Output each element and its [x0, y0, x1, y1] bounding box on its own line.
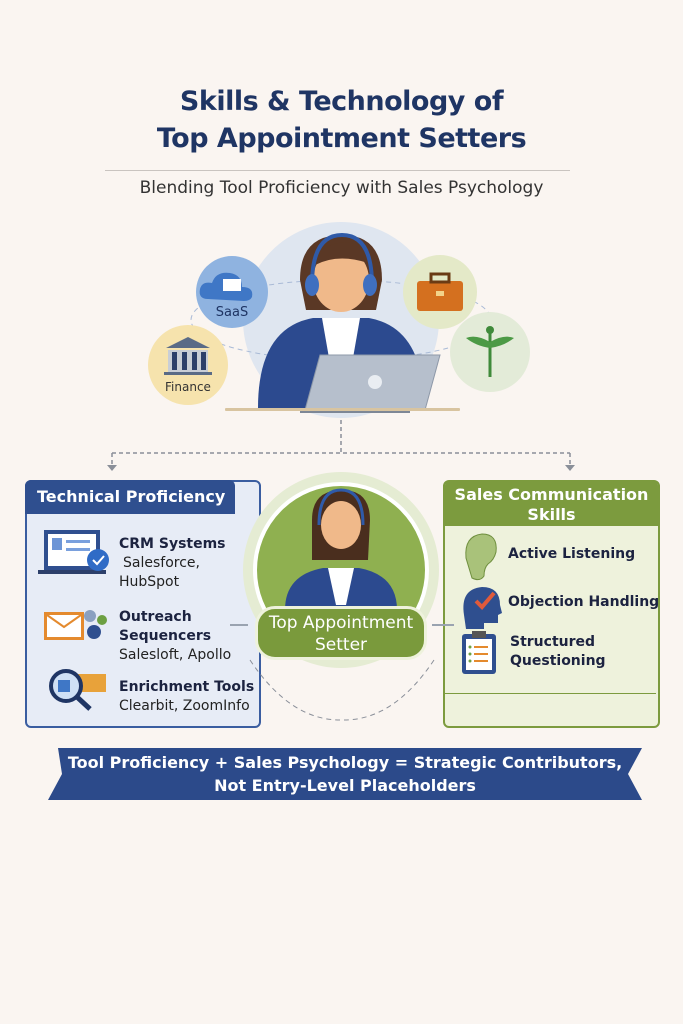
panel-divider [445, 693, 656, 694]
title-line-2: Top Appointment Setters [156, 123, 527, 154]
crm-systems-item: CRM Systems Salesforce, HubSpot [119, 535, 226, 592]
center-label-1: Top Appointment [268, 613, 414, 633]
technical-heading: Technical Proficiency [25, 480, 235, 514]
head-check-icon [463, 587, 502, 629]
center-label-2: Setter [314, 635, 368, 655]
crm-laptop-icon [38, 530, 109, 574]
title-line-1: Skills & Technology of [179, 86, 504, 117]
enrichment-title: Enrichment Tools [119, 679, 255, 695]
communication-heading: Sales Communication Skills [445, 480, 658, 526]
objection-handling-item: Objection Handling [508, 593, 659, 612]
title-divider [105, 170, 570, 171]
outreach-item: Outreach Sequencers Salesloft, Apollo [119, 608, 231, 665]
clipboard-icon [462, 631, 496, 674]
objection-handling-title: Objection Handling [508, 594, 660, 610]
connector-lines [107, 420, 575, 471]
saas-icon [196, 256, 268, 328]
structured-title-2: Questioning [510, 653, 606, 669]
desk [225, 408, 460, 411]
ear-icon [465, 533, 497, 581]
structured-title-1: Structured [510, 634, 596, 650]
enrichment-item: Enrichment Tools Clearbit, ZoomInfo [119, 678, 254, 716]
finance-icon [148, 325, 228, 405]
communication-heading-1: Sales Communication [454, 485, 649, 504]
active-listening-item: Active Listening [508, 545, 635, 564]
finance-label: Finance [165, 380, 211, 394]
magnifier-icon [49, 669, 106, 711]
email-gears-icon [44, 610, 107, 640]
hero-illustration: SaaS Finance [148, 222, 530, 418]
technical-icons [38, 530, 109, 711]
outreach-title-2: Sequencers [119, 628, 212, 644]
arrow-left [107, 465, 117, 471]
center-label: Top Appointment Setter [255, 606, 427, 660]
banner-line-1: Tool Proficiency + Sales Psychology = St… [67, 753, 623, 772]
communication-heading-2: Skills [527, 505, 576, 524]
crm-detail-2: HubSpot [119, 574, 180, 590]
banner-shape [48, 748, 642, 800]
banner-line-2: Not Entry-Level Placeholders [214, 776, 476, 795]
outreach-detail: Salesloft, Apollo [119, 647, 232, 663]
active-listening-title: Active Listening [508, 546, 636, 562]
laptop-icon [300, 354, 441, 413]
briefcase-icon [403, 255, 477, 329]
subtitle: Blending Tool Proficiency with Sales Psy… [139, 178, 544, 198]
summary-banner: Tool Proficiency + Sales Psychology = St… [48, 748, 642, 803]
saas-label: SaaS [216, 305, 248, 320]
caduceus-icon [450, 312, 530, 392]
dashed-swoosh [249, 659, 435, 721]
crm-detail-1: Salesforce, [123, 555, 200, 571]
crm-title: CRM Systems [119, 536, 226, 552]
center-medallion [230, 472, 454, 721]
structured-questioning-item: Structured Questioning [510, 633, 606, 671]
communication-icons [462, 533, 502, 674]
arrow-right [565, 465, 575, 471]
outreach-title-1: Outreach [119, 609, 192, 625]
enrichment-detail: Clearbit, ZoomInfo [119, 698, 250, 714]
